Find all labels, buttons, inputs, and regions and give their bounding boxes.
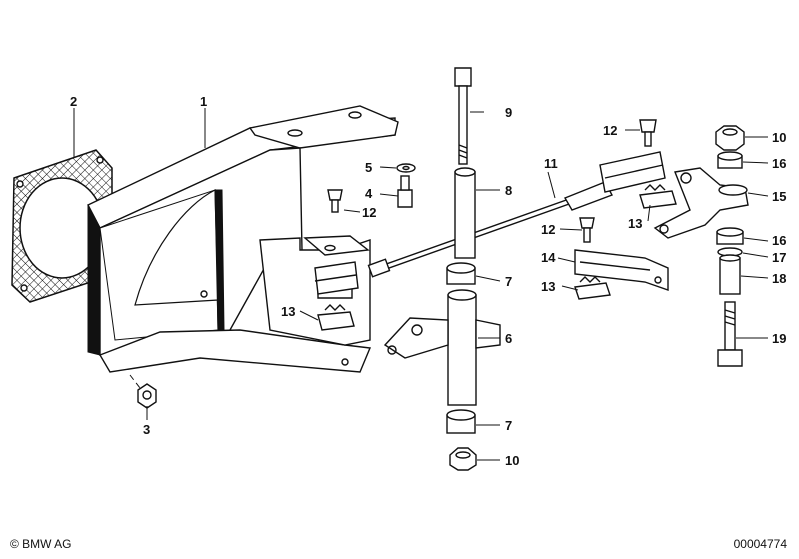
callout-15: 15 xyxy=(772,189,786,204)
washer-part-16-lower xyxy=(716,227,744,245)
nut-part-3 xyxy=(137,383,157,409)
callout-2: 2 xyxy=(70,94,77,109)
callout-10-lower: 10 xyxy=(505,453,519,468)
callout-11: 11 xyxy=(544,156,558,171)
washer-part-5 xyxy=(396,163,416,173)
nut-part-10-upper xyxy=(715,125,745,151)
callout-19: 19 xyxy=(772,331,786,346)
bolt-part-19 xyxy=(717,301,743,367)
callout-13-left: 13 xyxy=(281,304,295,319)
copyright-notice: © BMW AG xyxy=(10,537,72,551)
diagram-part-number: 00004774 xyxy=(733,537,787,551)
cable-part-11 xyxy=(367,181,613,278)
dash-line-3 xyxy=(129,374,141,389)
callout-6: 6 xyxy=(505,331,512,346)
callout-7-upper: 7 xyxy=(505,274,512,289)
callout-13-top: 13 xyxy=(628,216,642,231)
clevis-left xyxy=(314,261,359,295)
callout-7-lower: 7 xyxy=(505,418,512,433)
tube-part-8 xyxy=(454,167,476,259)
fork-part-14 xyxy=(574,249,669,291)
callout-13-mid: 13 xyxy=(541,279,555,294)
pin-part-12-top xyxy=(639,119,657,147)
callout-1: 1 xyxy=(200,94,207,109)
washer-part-16-upper xyxy=(717,151,743,169)
clevis-top xyxy=(599,151,666,193)
bolt-part-9 xyxy=(454,67,472,165)
callout-labels: 1 2 3 4 5 6 7 7 8 9 10 10 11 12 12 12 13… xyxy=(70,94,786,468)
sleeve-part-18 xyxy=(719,254,741,295)
callout-14: 14 xyxy=(541,250,556,265)
callout-9: 9 xyxy=(505,105,512,120)
lever-part-15 xyxy=(653,167,749,239)
clip-part-13-mid xyxy=(574,276,611,300)
callout-18: 18 xyxy=(772,271,786,286)
clip-part-13-top xyxy=(639,184,677,209)
callout-17: 17 xyxy=(772,250,786,265)
bolt-part-4 xyxy=(397,175,413,208)
callout-10-upper: 10 xyxy=(772,130,786,145)
callout-8: 8 xyxy=(505,183,512,198)
bushing-part-7-lower xyxy=(446,409,476,434)
callout-16-upper: 16 xyxy=(772,156,786,171)
leader-lines xyxy=(73,108,769,461)
clip-part-13-left xyxy=(317,304,355,331)
callout-12-left: 12 xyxy=(362,205,376,220)
callout-4: 4 xyxy=(365,186,373,201)
bushing-part-7-upper xyxy=(446,262,476,285)
callout-12-mid: 12 xyxy=(541,222,555,237)
callout-12-top: 12 xyxy=(603,123,617,138)
bracket-housing-part xyxy=(87,105,399,373)
callout-5: 5 xyxy=(365,160,372,175)
lever-part-6 xyxy=(383,289,501,406)
callout-16-lower: 16 xyxy=(772,233,786,248)
gasket-part xyxy=(11,149,113,303)
pin-part-12-left xyxy=(327,189,343,213)
nut-part-10-lower xyxy=(449,447,477,471)
pin-part-12-mid xyxy=(579,217,595,243)
callout-3: 3 xyxy=(143,422,150,437)
